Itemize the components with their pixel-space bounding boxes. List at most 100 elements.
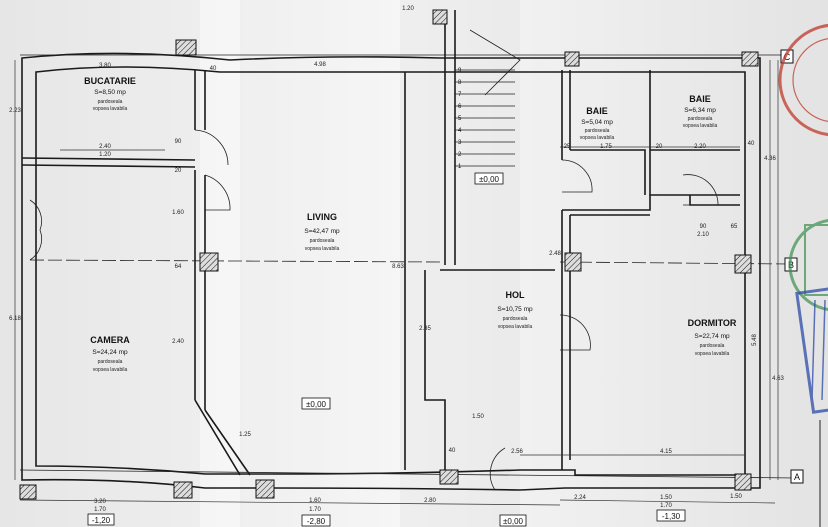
room-area: S=42,47 mp [304,228,340,235]
dimension-label: 4.15 [660,449,672,455]
dimension-label: 2.23 [9,108,21,114]
stair-step: 4 [458,128,462,134]
axis-label: C [784,52,791,62]
dimension-label: 1.20 [402,6,414,12]
room-name: CAMERA [90,335,130,345]
room-floor: pardoseala [585,128,610,134]
dimension-label: 1.20 [99,152,111,158]
dimension-label: 1.75 [600,144,612,150]
stair-step: 5 [458,116,462,122]
dimension-label: 40 [210,66,217,72]
dimension-label: 40 [748,141,755,147]
level-marker: -1,30 [662,512,681,521]
stair-step: 6 [458,104,462,110]
dimension-label: 3.20 [94,499,106,505]
dimension-label: 2.80 [424,498,436,504]
red-stamp [778,23,828,137]
room-area: S=5,04 mp [581,119,613,126]
stair-step: 9 [458,68,462,74]
room-area: S=8,50 mp [94,89,126,96]
room-living: LIVING S=42,47 mp pardoseala vopsea lava… [304,212,340,252]
dimension-label: 1.70 [660,503,672,509]
level-marker: ±0,00 [306,400,327,409]
dimension-label: 1.70 [94,507,106,513]
room-wall: vopsea lavabila [683,123,718,129]
room-area: S=24,24 mp [92,349,128,356]
dimension-label: 4.98 [314,62,326,68]
dimension-label: 20 [656,144,663,150]
room-wall: vopsea lavabila [580,135,615,141]
room-area: S=10,75 mp [497,306,533,313]
room-baie-1: BAIE S=5,04 mp pardoseala vopsea lavabil… [580,106,615,141]
dimension-label: 2.48 [549,251,561,257]
stair-step: 7 [458,92,462,98]
dimension-label: 3.80 [99,63,111,69]
dimension-label: 5.48 [752,334,758,346]
level-marker: ±0,00 [503,517,524,526]
dimension-label: 1.50 [730,494,742,500]
dimension-label: 2.20 [694,144,706,150]
dimension-label: 1.60 [172,210,184,216]
room-area: S=22,74 mp [694,333,730,340]
room-baie-2: BAIE S=6,34 mp pardoseala vopsea lavabil… [683,94,718,129]
room-wall: vopsea lavabila [305,246,340,252]
dimension-label: 25 [564,144,571,150]
room-name: BUCATARIE [84,76,136,86]
room-floor: pardoseala [98,359,123,365]
room-name: DORMITOR [688,318,737,328]
level-marker: -2,80 [307,517,326,526]
blue-stamp [795,286,828,414]
room-wall: vopsea lavabila [498,324,533,330]
room-floor: pardoseala [98,99,123,105]
stair-step: 2 [458,152,462,158]
dimension-label: 2.24 [574,495,586,501]
dimension-label: 2.10 [697,232,709,238]
room-bucatarie: BUCATARIE S=8,50 mp pardoseala vopsea la… [84,76,136,112]
dimension-label: 1.50 [472,414,484,420]
dimension-label: 40 [449,448,456,454]
dimension-label: 2.56 [511,449,523,455]
stair-step: 8 [458,80,462,86]
room-wall: vopsea lavabila [93,367,128,373]
axis-label: A [794,472,800,482]
doors [29,129,719,491]
room-floor: pardoseala [503,316,528,322]
dimension-label: 65 [731,224,738,230]
room-name: BAIE [586,106,608,116]
dimension-label: 64 [175,264,182,270]
dimension-label: 4.63 [772,376,784,382]
level-markers: ±0,00 ±0,00 -2,80 -1,30 ±0,00 -1,20 [87,172,686,527]
room-wall: vopsea lavabila [93,106,128,112]
dimension-label: 2.35 [419,326,431,332]
room-dormitor: DORMITOR S=22,74 mp pardoseala vopsea la… [688,318,737,357]
room-wall: vopsea lavabila [695,351,730,357]
dimension-label: 90 [175,139,182,145]
level-marker: -1,20 [92,516,111,525]
room-name: HOL [506,290,526,300]
room-camera: CAMERA S=24,24 mp pardoseala vopsea lava… [90,335,130,373]
walls [19,10,796,491]
columns [19,9,759,500]
room-hol: HOL S=10,75 mp pardoseala vopsea lavabil… [497,290,533,330]
level-marker: ±0,00 [479,175,500,184]
dimension-label: 90 [700,224,707,230]
dimension-label: 20 [175,168,182,174]
dimension-label: 1.25 [239,432,251,438]
green-stamp [788,219,828,311]
dimension-label: 8.63 [392,264,404,270]
dimension-label: 1.50 [660,495,672,501]
room-name: BAIE [689,94,711,104]
dimensions: 3.80 4.98 2.40 1.20 90 20 1.60 64 2.40 3… [9,6,784,513]
stair-step: 3 [458,140,462,146]
dimension-label: 1.70 [309,507,321,513]
dimension-label: 2.40 [172,339,184,345]
room-floor: pardoseala [700,343,725,349]
dimension-label: 2.40 [99,144,111,150]
stair: 1 2 3 4 5 6 7 8 9 [455,29,521,170]
stair-step: 1 [458,164,462,170]
dimension-label: 1.60 [309,498,321,504]
room-area: S=6,34 mp [684,107,716,114]
room-name: LIVING [307,212,337,222]
dimension-label: 4.36 [764,156,776,162]
